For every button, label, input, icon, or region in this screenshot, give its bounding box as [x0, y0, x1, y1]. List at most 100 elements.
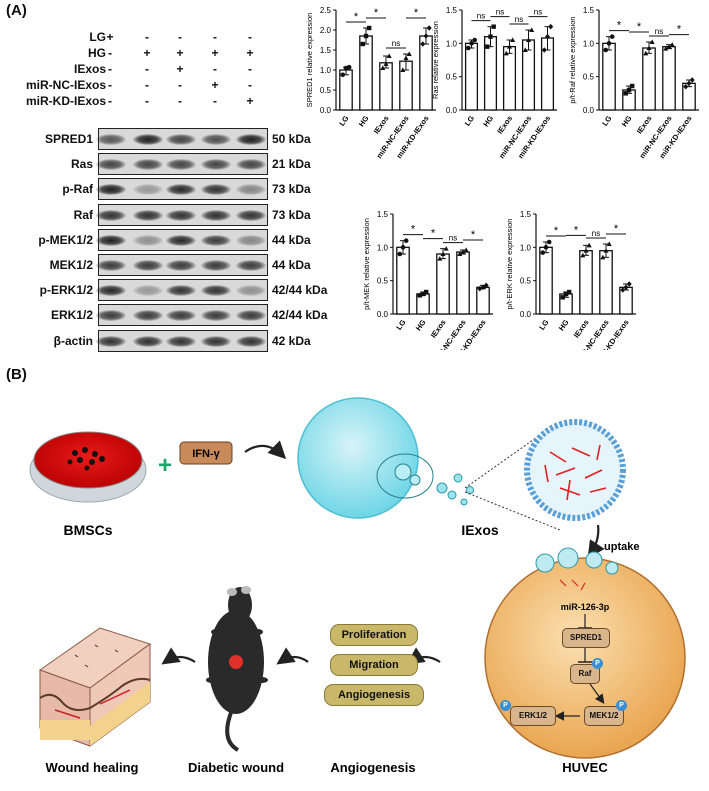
y-tick-label: 1.5 — [446, 6, 458, 15]
significance-label: * — [431, 228, 436, 240]
data-point — [606, 41, 612, 46]
blot-band — [201, 134, 231, 145]
blot-protein-label: ERK1/2 — [50, 308, 93, 323]
data-point — [472, 37, 478, 43]
blot-protein-label: p-ERK1/2 — [39, 283, 93, 298]
data-point — [603, 47, 609, 53]
skin-tissue-icon — [38, 627, 152, 747]
significance-label: ns — [392, 39, 400, 48]
blot-strip — [96, 178, 268, 201]
category-label: HG — [481, 114, 495, 129]
data-point — [380, 65, 386, 70]
blot-band — [236, 285, 266, 297]
y-tick-label: 1.5 — [320, 46, 332, 55]
blot-kda-label: 44 kDa — [272, 258, 311, 272]
data-point — [426, 25, 432, 31]
data-point — [417, 293, 422, 298]
migration-pill: Migration — [330, 654, 418, 676]
treatment-sign: - — [178, 94, 182, 108]
significance-label: ns — [496, 8, 504, 17]
phospho-badge-erk: P — [500, 700, 511, 711]
iexos-caption: IExos — [461, 522, 499, 538]
panel-b-label: (B) — [6, 366, 27, 383]
blot-protein-label: p-Raf — [62, 182, 93, 197]
data-point — [560, 295, 565, 300]
treatment-sign: + — [211, 46, 219, 60]
category-label: HG — [557, 318, 571, 333]
data-point — [541, 47, 547, 53]
blot-band — [236, 234, 266, 246]
y-tick-label: 0.0 — [377, 310, 389, 319]
category-label: HG — [620, 114, 634, 129]
curved-arrow-icon — [244, 440, 287, 460]
treatment-sign: - — [108, 78, 112, 92]
data-point — [386, 53, 392, 58]
plus-sign: + — [158, 452, 172, 479]
data-point — [626, 87, 632, 93]
bar — [579, 250, 593, 315]
category-label: HG — [414, 318, 428, 333]
significance-label: ns — [477, 12, 485, 21]
diabetic-wound-caption: Diabetic wound — [188, 760, 284, 775]
curved-arrow-icon-3 — [276, 647, 309, 665]
data-point — [406, 51, 412, 56]
blot-protein-label: p-MEK1/2 — [38, 232, 93, 247]
treatment-sign: - — [108, 62, 112, 76]
blot-band — [166, 234, 196, 246]
data-point — [460, 249, 466, 254]
data-point — [543, 245, 549, 250]
treatment-sign: + — [176, 46, 184, 60]
treatment-sign: + — [143, 46, 151, 60]
blot-strip — [96, 279, 268, 302]
blot-band — [236, 260, 266, 271]
blot-kda-label: 21 kDa — [272, 157, 311, 172]
treatment-sign: - — [213, 30, 217, 44]
data-point — [363, 33, 369, 39]
erk-node: ERK1/2 — [510, 706, 556, 726]
blot-band — [96, 234, 126, 246]
category-label: LG — [394, 318, 407, 332]
data-point — [423, 33, 429, 39]
bar — [396, 246, 410, 315]
category-label: IExos — [635, 114, 654, 136]
blot-kda-label: 42 kDa — [272, 333, 311, 348]
data-point — [507, 44, 512, 49]
y-tick-label: 1.0 — [446, 39, 458, 48]
data-point — [420, 41, 426, 47]
data-point — [491, 24, 496, 29]
data-point — [529, 27, 535, 32]
panel-a-label: (A) — [6, 2, 27, 19]
stem-cell-icon — [297, 397, 434, 519]
angiogenesis-caption: Angiogenesis — [330, 760, 415, 775]
blot-band — [133, 159, 163, 171]
blot-band — [133, 134, 163, 145]
blot-band — [236, 209, 266, 221]
data-point — [420, 291, 426, 297]
uptake-label: uptake — [604, 541, 639, 553]
blot-strip — [96, 153, 268, 176]
treatment-sign: - — [145, 78, 149, 92]
data-point — [623, 91, 628, 96]
blot-band — [96, 209, 126, 221]
significance-label: ns — [655, 27, 663, 36]
treatment-sign: - — [145, 94, 149, 108]
wound-healing-caption: Wound healing — [46, 760, 139, 775]
treatment-sign: - — [248, 78, 252, 92]
blot-band — [166, 260, 196, 271]
treatment-sign: - — [178, 78, 182, 92]
data-point — [397, 251, 403, 257]
blot-band — [133, 260, 163, 271]
treatment-label: LG — [89, 30, 106, 44]
blot-band — [201, 209, 231, 221]
data-point — [580, 252, 586, 258]
data-point — [463, 247, 469, 252]
significance-label: * — [414, 7, 419, 19]
blot-kda-label: 50 kDa — [272, 132, 311, 146]
y-tick-label: 0.0 — [520, 310, 532, 319]
blot-band — [201, 159, 231, 171]
bmscs-caption: BMSCs — [63, 522, 112, 538]
data-point — [567, 289, 572, 295]
uptake-exosomes — [535, 547, 619, 575]
y-tick-label: 2.0 — [320, 26, 332, 35]
